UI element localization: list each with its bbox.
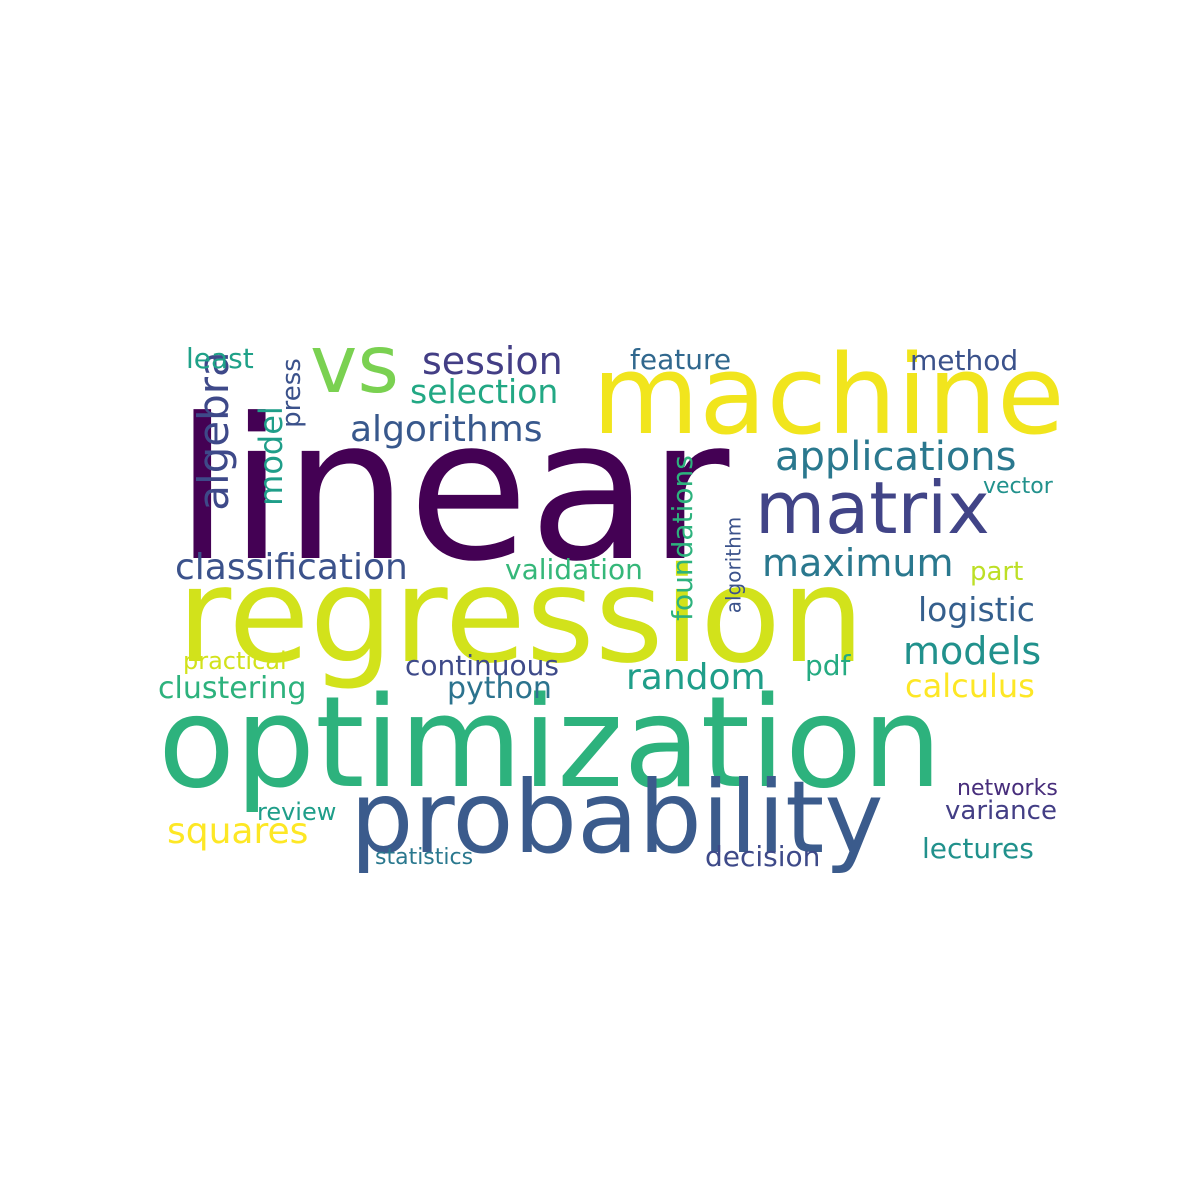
word-vector: vector <box>983 474 1053 499</box>
word-linear: linear <box>175 377 730 605</box>
word-pdf: pdf <box>805 649 851 682</box>
word-practical: practical <box>183 647 287 675</box>
word-matrix: matrix <box>755 466 990 550</box>
word-regression: regression <box>177 539 865 693</box>
word-variance: variance <box>945 796 1057 826</box>
word-models: models <box>903 629 1042 673</box>
word-classification: classification <box>175 547 408 588</box>
word-feature: feature <box>630 343 732 376</box>
word-clustering: clustering <box>158 671 307 706</box>
word-part: part <box>970 557 1024 587</box>
word-calculus: calculus <box>905 667 1035 705</box>
word-least: least <box>186 342 254 375</box>
word-logistic: logistic <box>918 590 1035 629</box>
word-networks: networks <box>957 776 1058 801</box>
word-statistics: statistics <box>375 845 474 870</box>
word-maximum: maximum <box>762 541 954 585</box>
word-python: python <box>447 671 552 706</box>
word-review: review <box>257 798 337 826</box>
word-decision: decision <box>705 840 821 873</box>
word-session: session <box>422 339 563 383</box>
word-vs: vs <box>310 318 400 411</box>
word-method: method <box>910 344 1019 377</box>
word-algorithm: algorithm <box>721 516 746 614</box>
word-algebra: algebra <box>188 351 238 511</box>
word-validation: validation <box>505 553 643 586</box>
word-selection: selection <box>410 372 559 411</box>
word-random: random <box>626 657 766 698</box>
word-applications: applications <box>775 434 1017 480</box>
word-press: press <box>276 358 307 428</box>
word-optimization: optimization <box>158 669 942 816</box>
word-squares: squares <box>167 811 309 852</box>
word-machine: machine <box>592 331 1065 459</box>
word-probability: probability <box>350 759 884 876</box>
word-lectures: lectures <box>922 832 1034 865</box>
word-continuous: continuous <box>405 649 559 682</box>
word-foundations: foundations <box>665 455 699 621</box>
word-algorithms: algorithms <box>350 409 543 450</box>
